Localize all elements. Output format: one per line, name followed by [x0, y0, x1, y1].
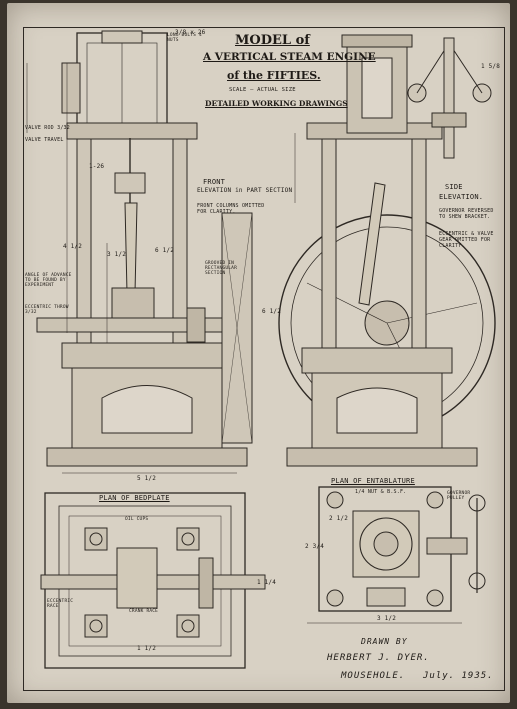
dim-5: 6 1/2 — [155, 247, 175, 254]
grooved-pulley-label: GROOVED IN RECTANGULAR SECTION — [205, 261, 238, 276]
entablature-plan — [307, 486, 486, 624]
side-label: SIDE — [445, 183, 463, 191]
side-note1: GOVERNOR REVERSED TO SHEW BRACKET. — [439, 208, 494, 220]
dim-9: 1 1/2 — [137, 645, 157, 652]
drawer-name: HERBERT J. DYER. — [327, 653, 430, 663]
side-elevation — [278, 34, 496, 467]
dim-8: 3 1/2 — [377, 615, 397, 622]
dim-10: 2 3/4 — [305, 543, 325, 550]
dim-4: 3 1/2 — [107, 251, 127, 258]
valve-travel-label: VALVE TRAVEL — [25, 137, 64, 143]
long-bolts-label: LONG BOLTS 4 NUTS — [167, 33, 202, 43]
oil-cups-label: OIL CUPS — [125, 517, 149, 522]
entablature-label: PLAN OF ENTABLATURE — [331, 477, 415, 485]
valve-rod-label: VALVE ROD 3/32 — [25, 125, 70, 131]
side-note2: ECCENTRIC & VALVE GEAR OMITTED FOR CLARI… — [439, 231, 494, 249]
dim-1: 3/8 x 26 — [175, 29, 206, 36]
front-elev-label: ELEVATION in PART SECTION — [197, 187, 293, 194]
crank-race-label: CRANK RACE — [129, 609, 159, 614]
bedplate-label: PLAN OF BEDPLATE — [99, 494, 170, 502]
dim-2: 1-26 — [89, 163, 105, 170]
angle-advance-label: ANGLE OF ADVANCE TO BE FOUND BY EXPERIME… — [25, 273, 72, 288]
eccentric-throw-label: ECCENTRIC THROW 3/32 — [25, 305, 69, 315]
border-frame — [23, 27, 505, 691]
drawing-date: July. 1935. — [423, 671, 494, 681]
dim-12: 2 1/2 — [329, 515, 349, 522]
side-elev-label: ELEVATION. — [439, 193, 484, 201]
dim-13: 1 5/8 — [481, 63, 501, 70]
bsf-label: 1/4 NUT & B.S.F. — [355, 489, 407, 495]
title-line4: DETAILED WORKING DRAWINGS — [205, 99, 348, 108]
title-line2: A VERTICAL STEAM ENGINE — [203, 51, 376, 63]
dim-7: 6 1/2 — [262, 308, 282, 315]
drawing-sheet: MODEL of A VERTICAL STEAM ENGINE of the … — [7, 3, 510, 703]
drawer-place: MOUSEHOLE. — [341, 671, 406, 681]
dim-11: 1 1/4 — [257, 579, 277, 586]
front-label: FRONT — [203, 178, 226, 186]
dim-3: 4 1/2 — [63, 243, 83, 250]
engineering-drawing — [26, 30, 496, 669]
eccentric-race-label: ECCENTRIC RACE — [47, 599, 74, 609]
front-note: FRONT COLUMNS OMITTED FOR CLARITY. — [197, 203, 265, 215]
bedplate-plan — [40, 492, 266, 669]
drawn-by: DRAWN BY — [361, 637, 408, 646]
governor-pulley-label: GOVERNOR PULLEY — [447, 491, 471, 501]
title-line1: MODEL of — [235, 33, 310, 48]
title-line3: of the FIFTIES. — [227, 69, 321, 82]
title-scale: SCALE — ACTUAL SIZE — [229, 87, 296, 93]
front-elevation — [36, 30, 253, 474]
governor-detail — [407, 37, 492, 159]
dim-6: 5 1/2 — [137, 475, 157, 482]
